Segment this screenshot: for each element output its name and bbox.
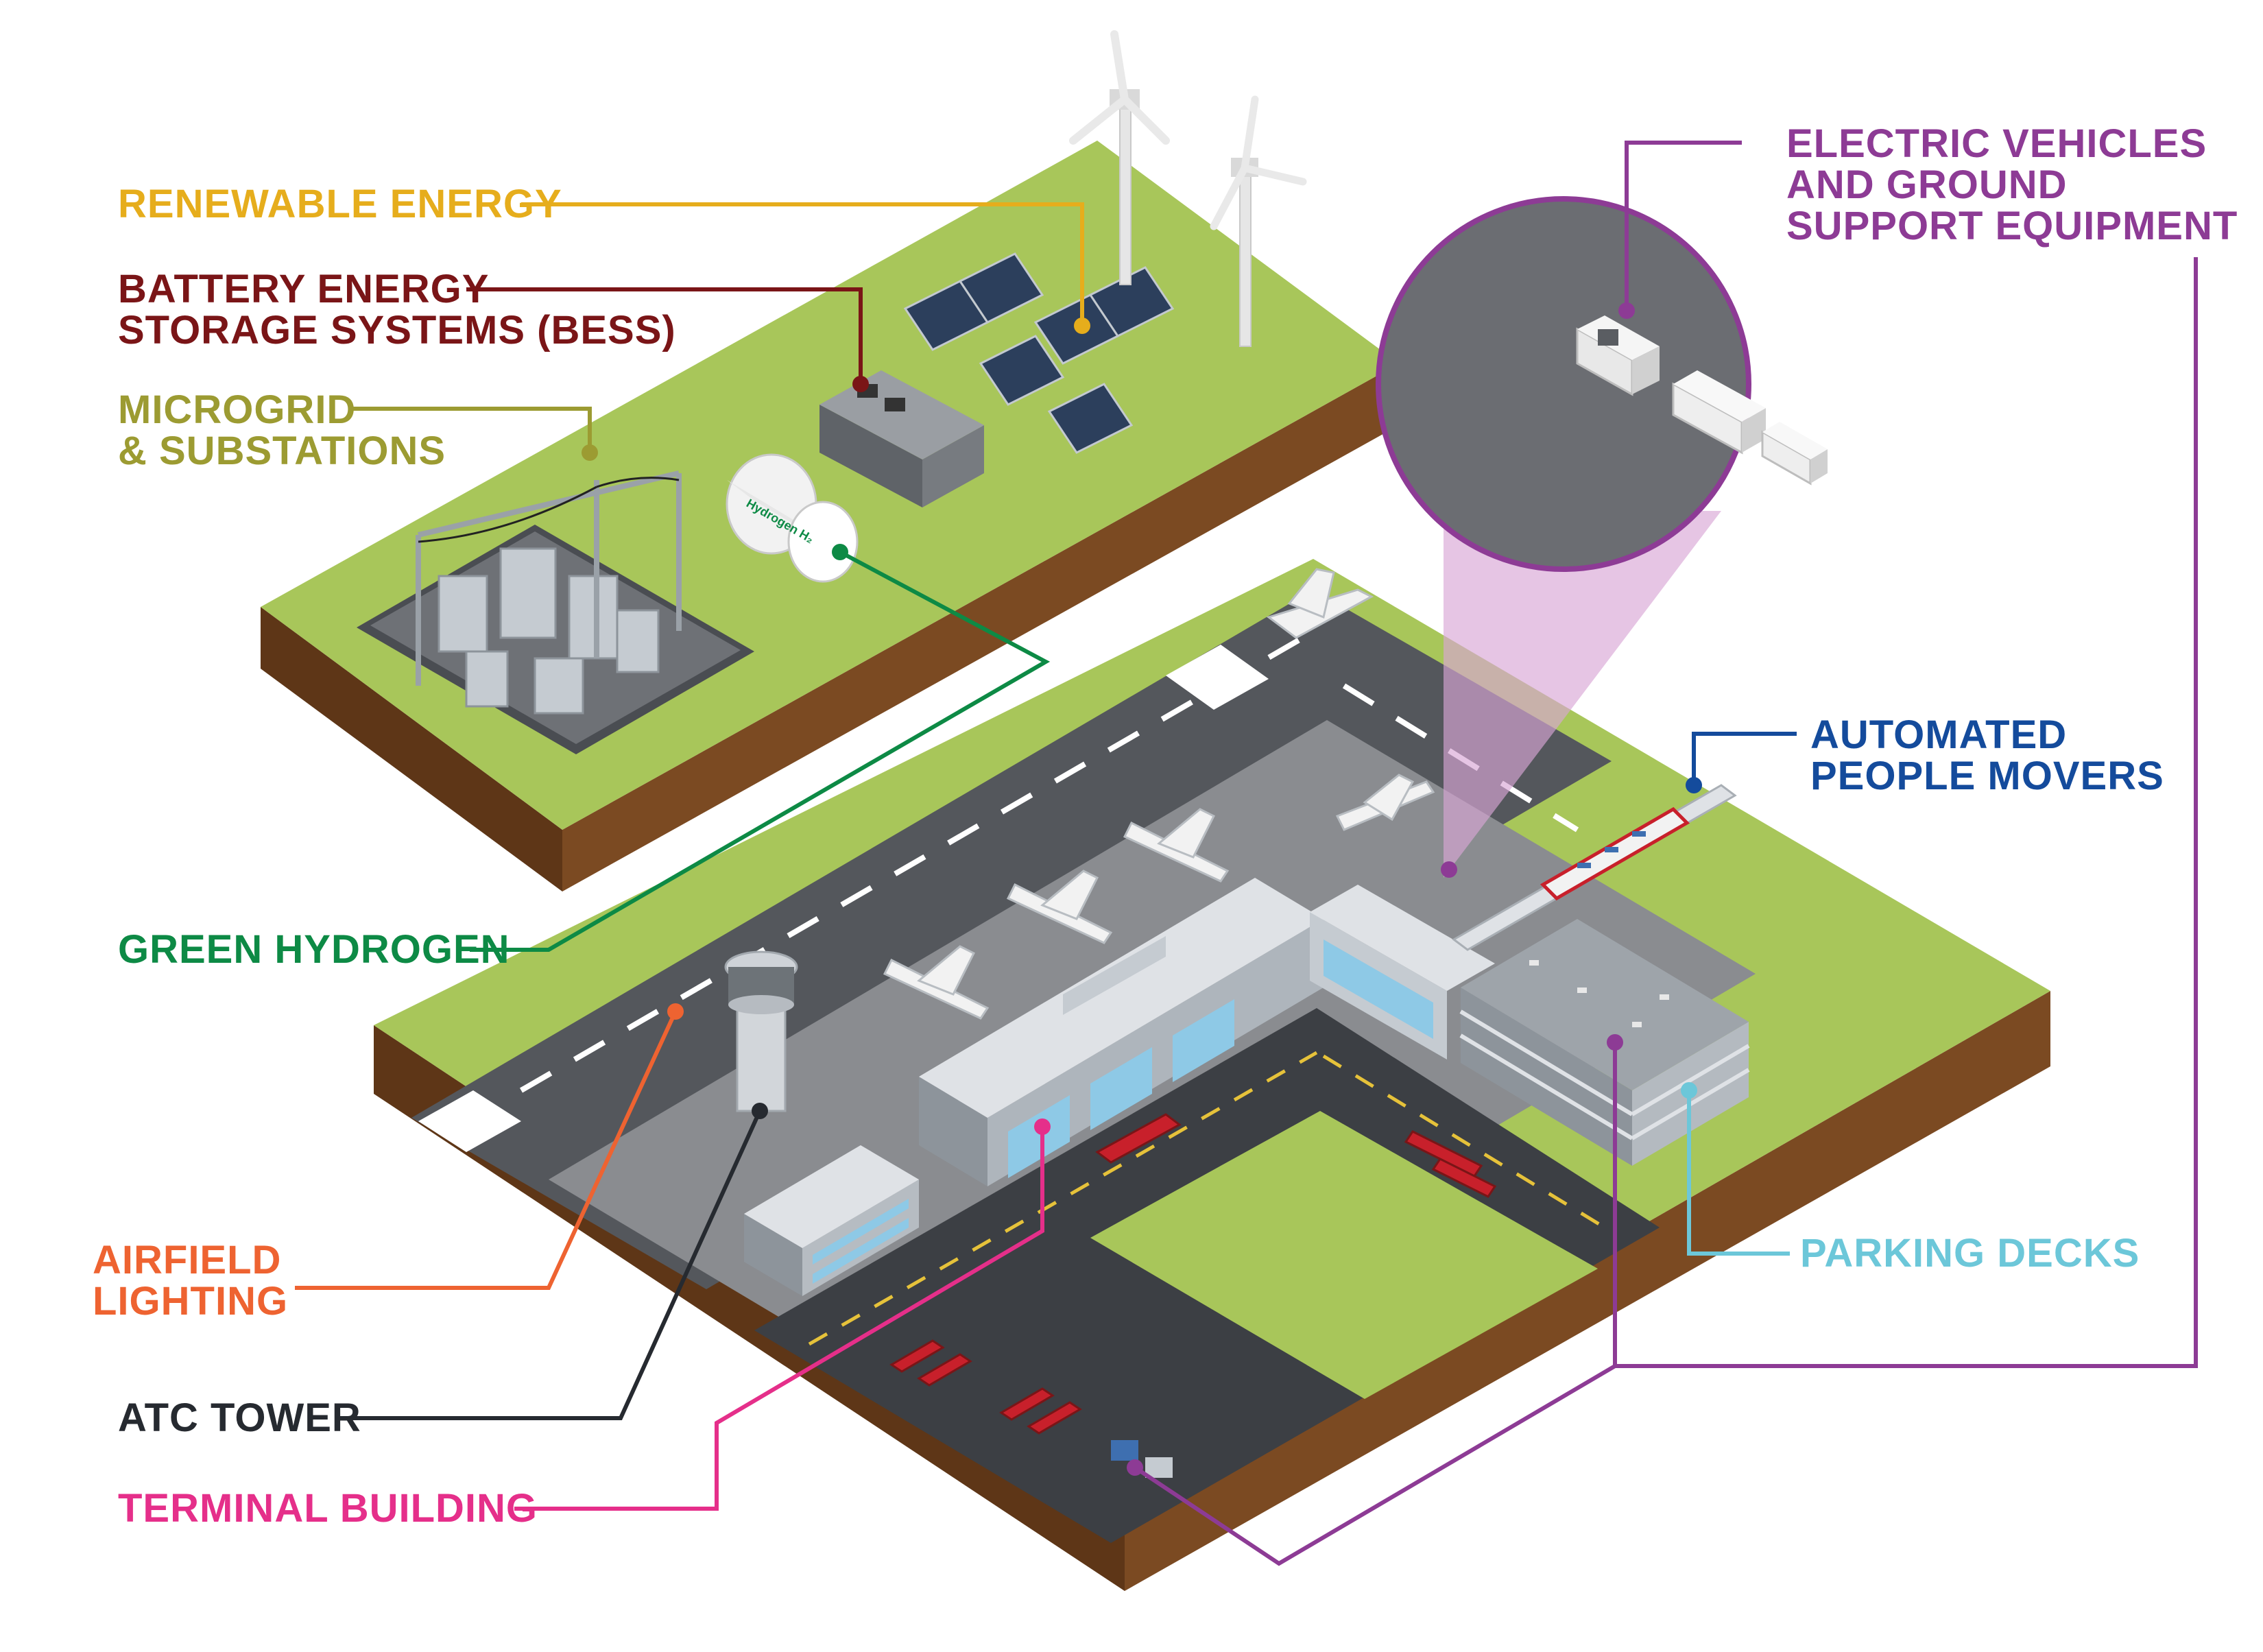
airplanes bbox=[883, 568, 1435, 1020]
green-hydrogen-leader bbox=[470, 550, 1051, 952]
wind-turbines bbox=[1069, 30, 1307, 347]
label-microgrid-substations-line-1: MICROGRID bbox=[118, 387, 357, 432]
bess-leader bbox=[466, 287, 863, 384]
solar-array bbox=[903, 252, 1175, 454]
ev-magnifier bbox=[1376, 196, 1828, 878]
people-mover bbox=[1452, 784, 1737, 951]
ev-leader bbox=[1625, 141, 1742, 311]
label-bess-line-1: BATTERY ENERGY bbox=[118, 267, 490, 311]
label-automated-people-movers-line-2: PEOPLE MOVERS bbox=[1810, 754, 2164, 798]
ev-tug-and-carts bbox=[1576, 315, 1828, 486]
parking-decks-leader bbox=[1687, 1090, 1790, 1256]
label-microgrid-substations-line-2: & SUBSTATIONS bbox=[118, 429, 446, 473]
label-airfield-lighting-line-1: AIRFIELD bbox=[93, 1238, 282, 1282]
label-parking-decks-line-1: PARKING DECKS bbox=[1800, 1231, 2140, 1276]
label-microgrid-substations: MICROGRID& SUBSTATIONS bbox=[118, 390, 446, 472]
callout-lines bbox=[295, 141, 2198, 1566]
callout-dots bbox=[582, 302, 1702, 1476]
label-parking-decks: PARKING DECKS bbox=[1800, 1233, 2140, 1274]
microgrid-leader bbox=[350, 407, 592, 453]
label-electric-vehicles-line-3: SUPPORT EQUIPMENT bbox=[1786, 204, 2238, 248]
label-airfield-lighting-line-2: LIGHTING bbox=[93, 1279, 289, 1324]
label-atc-tower: ATC TOWER bbox=[118, 1398, 361, 1439]
atc-tower bbox=[724, 950, 798, 1112]
label-green-hydrogen-line-1: GREEN HYDROGEN bbox=[118, 927, 510, 972]
buses bbox=[889, 1113, 1497, 1435]
people-movers-leader bbox=[1692, 732, 1797, 785]
label-atc-tower-line-1: ATC TOWER bbox=[118, 1396, 361, 1440]
label-terminal-building-line-1: TERMINAL BUILDING bbox=[118, 1486, 538, 1531]
renewable-energy-leader bbox=[521, 202, 1084, 326]
substation bbox=[357, 470, 754, 754]
ev-leader-right bbox=[1613, 257, 2198, 1368]
label-green-hydrogen: GREEN HYDROGEN bbox=[118, 929, 510, 970]
label-bess-line-2: STORAGE SYSTEMS (BESS) bbox=[118, 308, 676, 352]
hydrogen-tank: Hydrogen H₂ bbox=[726, 453, 859, 583]
office-building bbox=[744, 1145, 919, 1296]
label-electric-vehicles-line-1: ELECTRIC VEHICLES bbox=[1786, 121, 2207, 166]
terminal-building bbox=[919, 878, 1495, 1186]
label-terminal-building: TERMINAL BUILDING bbox=[118, 1488, 538, 1529]
atc-tower-leader bbox=[346, 1110, 762, 1420]
ground-support-vehicles bbox=[1111, 1440, 1173, 1478]
label-renewable-energy-line-1: RENEWABLE ENERGY bbox=[118, 182, 562, 226]
terminal-building-leader bbox=[514, 1127, 1044, 1511]
ev-leader-bottom bbox=[1134, 1364, 1616, 1566]
airfield-lighting-leader bbox=[295, 1010, 678, 1290]
label-automated-people-movers-line-1: AUTOMATED bbox=[1810, 713, 2068, 757]
label-renewable-energy: RENEWABLE ENERGY bbox=[118, 184, 562, 225]
label-electric-vehicles-line-2: AND GROUND bbox=[1786, 163, 2068, 207]
